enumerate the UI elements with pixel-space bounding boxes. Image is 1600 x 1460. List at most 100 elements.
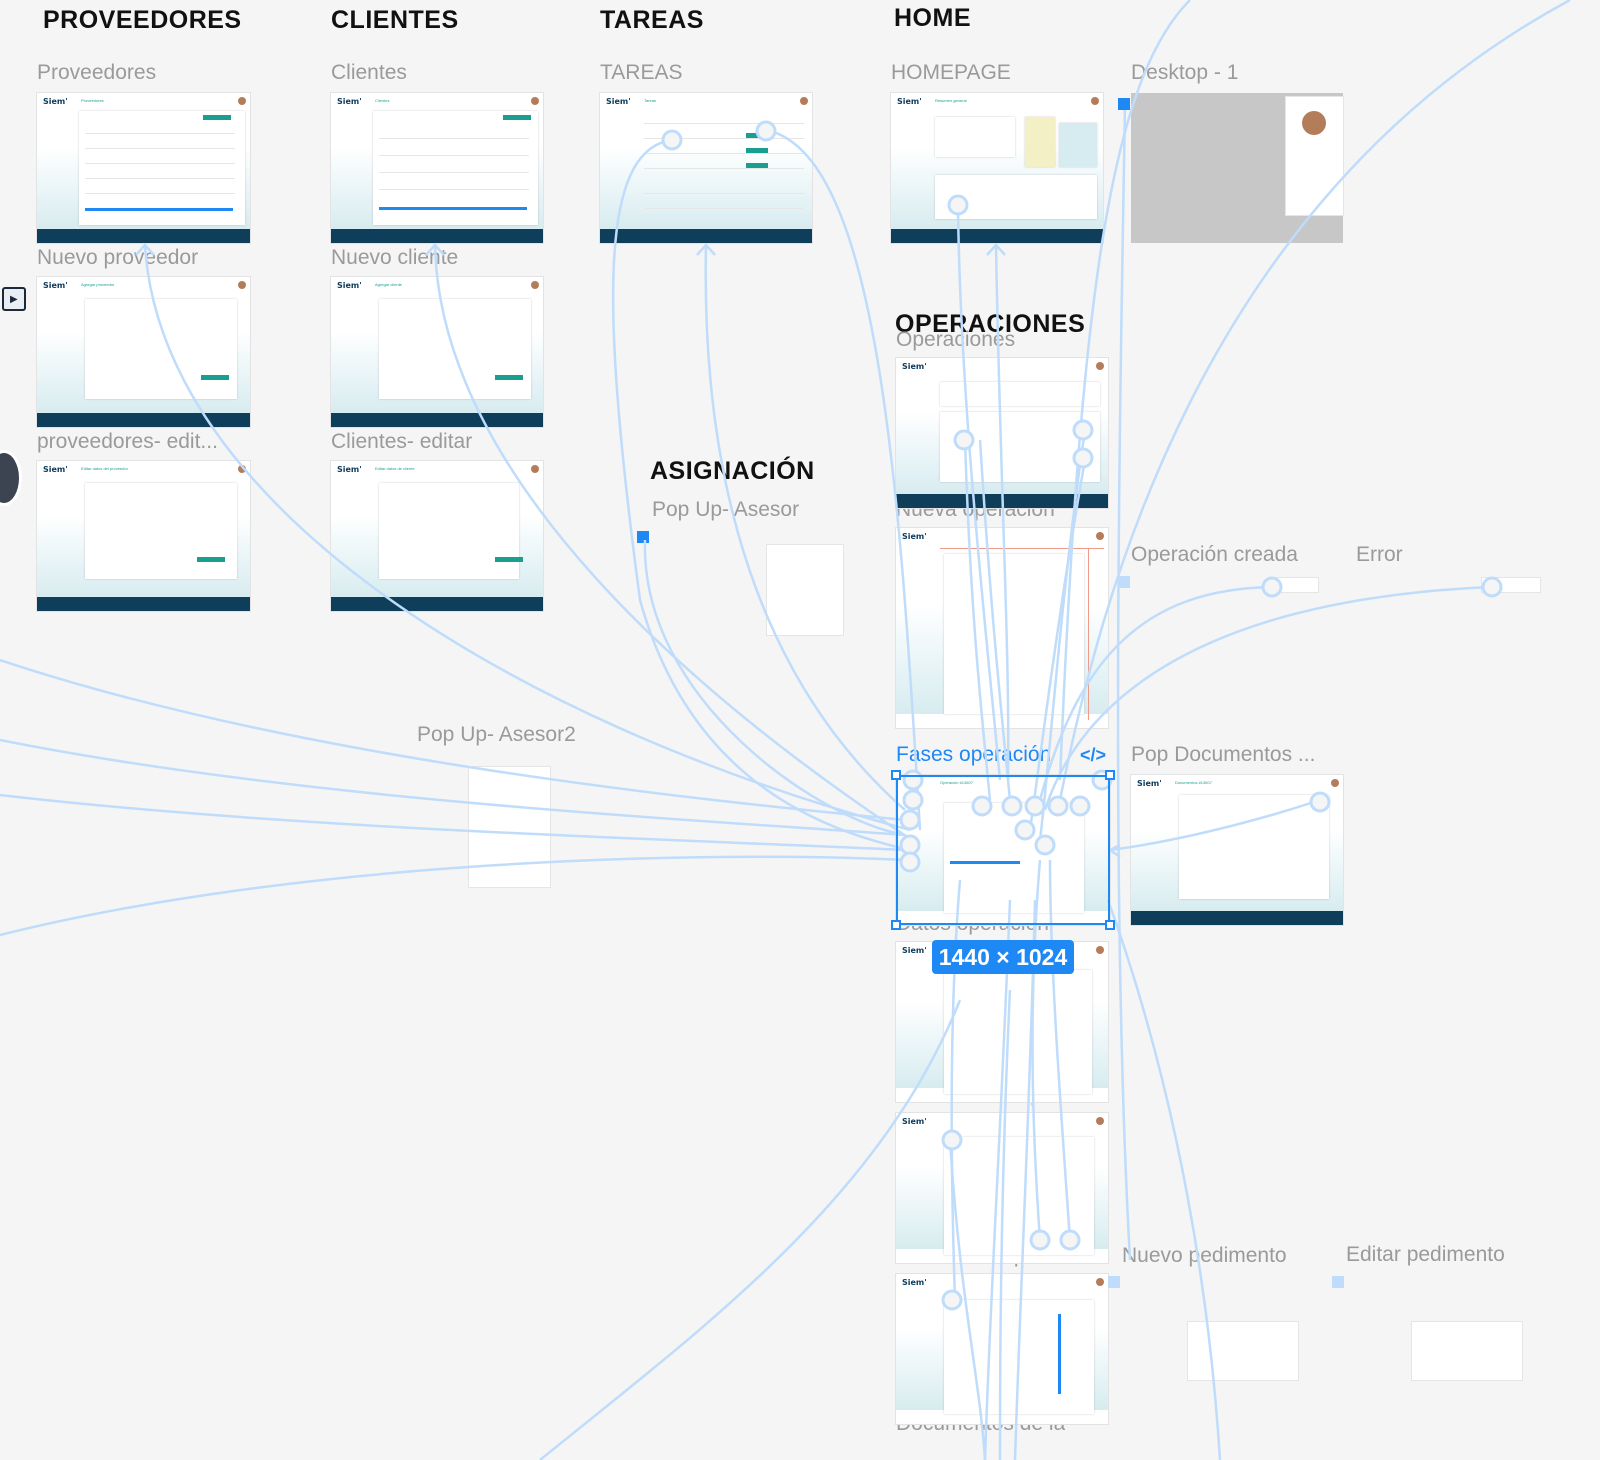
table-row — [644, 193, 804, 194]
save-button — [495, 557, 523, 562]
frame-label-homepage[interactable]: HOMEPAGE — [891, 61, 1011, 84]
table-row — [379, 189, 529, 190]
avatar — [238, 97, 246, 105]
resize-handle-bl[interactable] — [891, 920, 901, 930]
resize-handle-tl[interactable] — [891, 770, 901, 780]
data-card — [944, 970, 1092, 1094]
documents-card — [1179, 795, 1329, 899]
frame-screen-title: Resumen general — [935, 98, 967, 103]
frame-screen-title: Clientes — [375, 98, 390, 103]
footer-bar — [1131, 911, 1343, 925]
frame-label-editar-pedimento[interactable]: Editar pedimento — [1346, 1243, 1505, 1266]
popup-editar-pedimento[interactable] — [1412, 1322, 1522, 1380]
frame-proveedores-edit[interactable]: Siem' Editar datos del proveedor — [37, 461, 250, 611]
table-row — [644, 168, 804, 169]
siem-logo: Siem' — [902, 362, 927, 371]
frame-label-operaciones[interactable]: Operaciones — [896, 328, 1016, 351]
popup-nuevo-pedimento[interactable] — [1188, 1322, 1298, 1380]
avatar — [1091, 97, 1099, 105]
section-title-clientes: CLIENTES — [331, 6, 459, 34]
frame-screen-title: Editar datos del proveedor — [81, 466, 128, 471]
selection-box[interactable] — [896, 775, 1110, 925]
frame-fases-operacion[interactable]: Operación #13607 — [896, 775, 1110, 925]
scroll-bar — [85, 208, 233, 211]
code-brackets-icon[interactable]: </> — [1080, 745, 1107, 765]
prototype-play-icon[interactable]: ▶ — [2, 287, 26, 311]
frame-label-nuevo-pedimento[interactable]: Nuevo pedimento — [1122, 1244, 1287, 1267]
frame-label-error[interactable]: Error — [1356, 543, 1403, 566]
table-row — [644, 138, 804, 139]
frame-label-clientes[interactable]: Clientes — [331, 61, 407, 84]
frame-label-pop-documentos[interactable]: Pop Documentos ... — [1131, 743, 1316, 766]
frame-screen-title: Documentos #13607 — [1175, 780, 1212, 785]
status-button — [746, 148, 768, 153]
frame-screen-title: Tareas — [644, 98, 657, 103]
siem-logo: Siem' — [902, 946, 927, 955]
footer-bar — [37, 413, 250, 427]
avatar — [800, 97, 808, 105]
dimensions-badge: 1440 × 1024 — [932, 940, 1074, 974]
form-card — [379, 299, 531, 399]
frame-pop-documentos[interactable]: Siem' Documentos #13607 — [1131, 775, 1343, 925]
vertical-bar — [1058, 1314, 1061, 1394]
prototype-connector-square[interactable] — [1332, 1276, 1344, 1288]
avatar — [238, 465, 246, 473]
frame-nuevo-cliente[interactable]: Siem' Agregar cliente — [331, 277, 543, 427]
avatar — [1331, 779, 1339, 787]
prototype-connector-square[interactable] — [1108, 1276, 1120, 1288]
frame-label-clientes-editar[interactable]: Clientes- editar — [331, 430, 473, 453]
frame-label-pop-up-asesor2[interactable]: Pop Up- Asesor2 — [417, 723, 576, 746]
frame-gradient — [600, 146, 812, 229]
footer-bar — [331, 597, 543, 611]
frame-label-pop-up-asesor[interactable]: Pop Up- Asesor — [652, 498, 800, 521]
footer-bar — [331, 413, 543, 427]
siem-logo: Siem' — [337, 465, 362, 474]
section-title-operaciones: OPERACIONES — [895, 310, 1086, 338]
frame-proveedores[interactable]: Siem' Proveedores — [37, 93, 250, 243]
summary-card — [935, 117, 1015, 157]
siem-logo: Siem' — [43, 97, 68, 106]
popup-asesor[interactable] — [767, 545, 843, 635]
resize-handle-br[interactable] — [1105, 920, 1115, 930]
frame-screen-title: Proveedores — [81, 98, 104, 103]
avatar — [1096, 532, 1104, 540]
status-button — [746, 163, 768, 168]
frame-label-proveedores-edit[interactable]: proveedores- edit... — [37, 430, 218, 453]
siem-logo: Siem' — [897, 97, 922, 106]
resize-handle-tr[interactable] — [1105, 770, 1115, 780]
footer-bar — [37, 597, 250, 611]
prototype-connector-start[interactable] — [637, 531, 649, 543]
frame-label-proveedores[interactable]: Proveedores — [37, 61, 157, 84]
frame-clientes[interactable]: Siem' Clientes — [331, 93, 543, 243]
frame-label-fases-operacion[interactable]: Fases operación — [896, 743, 1052, 766]
save-button — [201, 375, 229, 380]
frame-label-nuevo-proveedor[interactable]: Nuevo proveedor — [37, 246, 199, 269]
popup-operacion-creada[interactable] — [1272, 578, 1318, 592]
frame-nuevo-proveedor[interactable]: Siem' Agregar proveedor — [37, 277, 250, 427]
frame-label-nuevo-cliente[interactable]: Nuevo cliente — [331, 246, 459, 269]
table-row — [379, 172, 529, 173]
table-row — [85, 148, 235, 149]
frame-label-tareas[interactable]: TAREAS — [600, 61, 683, 84]
frame-label-desktop-1[interactable]: Desktop - 1 — [1131, 61, 1239, 84]
footer-bar — [37, 229, 250, 243]
content-card — [79, 111, 245, 225]
prototype-connector-square[interactable] — [1118, 576, 1130, 588]
side-divider — [1088, 548, 1089, 720]
table-row — [379, 155, 529, 156]
table-row — [85, 163, 235, 164]
siem-logo: Siem' — [902, 532, 927, 541]
add-button — [503, 115, 531, 120]
frame-label-operacion-creada[interactable]: Operación creada — [1131, 543, 1298, 566]
profile-avatar — [1302, 111, 1326, 135]
frame-homepage[interactable]: Siem' Resumen general — [891, 93, 1103, 243]
siem-logo: Siem' — [337, 281, 362, 290]
save-button — [495, 375, 523, 380]
avatar — [531, 465, 539, 473]
section-title-home: HOME — [894, 4, 971, 32]
frame-screen-title: Operación #13607 — [940, 780, 973, 785]
frame-tareas[interactable]: Siem' Tareas — [600, 93, 812, 243]
siem-logo: Siem' — [902, 1117, 927, 1126]
frame-contenedor-ope[interactable]: Siem' — [896, 1113, 1108, 1263]
